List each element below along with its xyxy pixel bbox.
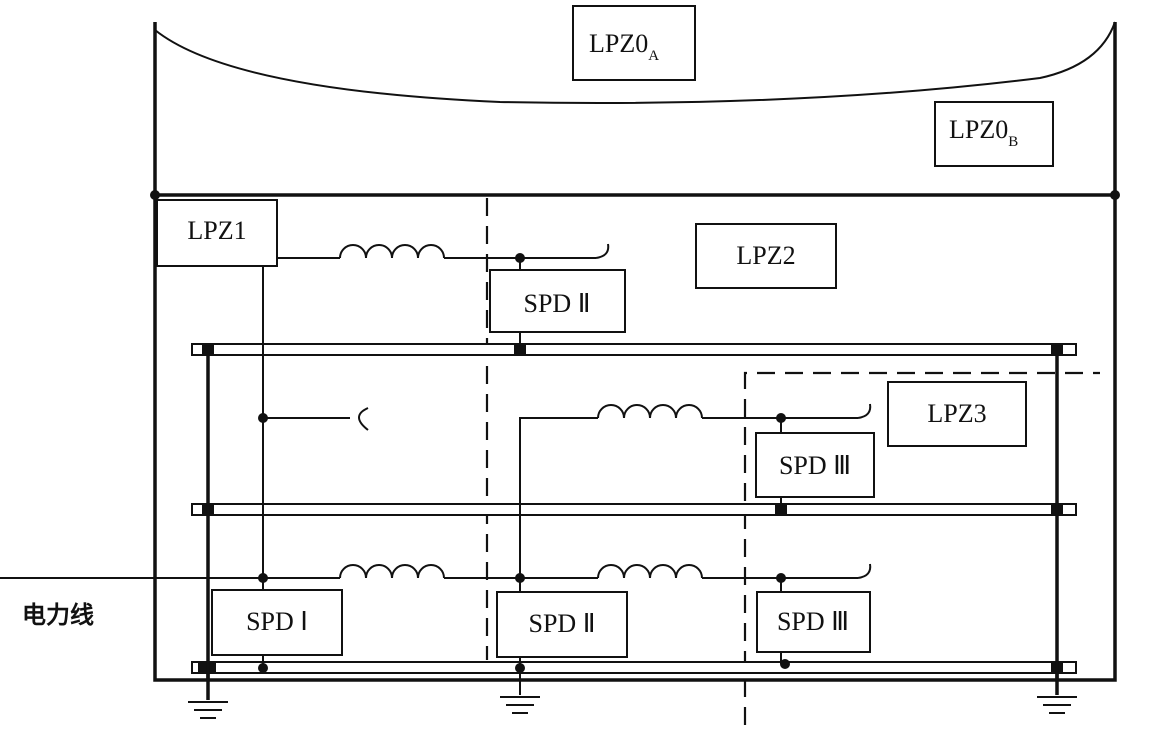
spd3-lower-label: SPD Ⅲ: [777, 607, 849, 636]
lpz0a-box: [572, 5, 696, 81]
floor-bar-top-clip-right: [1051, 344, 1063, 355]
spd2-lower-label: SPD Ⅱ: [529, 609, 596, 638]
lpz3-boundary-dashed: [743, 371, 1100, 725]
lower-inductor-2: [597, 564, 703, 579]
floor-bar-top: [191, 343, 1077, 356]
mid-feeder-wire: [519, 417, 598, 578]
lpz0b-label: LPZ0B: [949, 115, 1018, 150]
lpz3-box: [887, 381, 1027, 447]
lpz3-label: LPZ3: [927, 399, 986, 428]
spd2-ground-node: [515, 663, 525, 673]
spd3-upper-label: SPD Ⅲ: [779, 451, 851, 480]
spd1-ground-node: [258, 663, 268, 673]
floor-bar-top-clip-mid: [514, 344, 526, 355]
power-line-label: 电力线: [22, 601, 94, 629]
floor-bar-top-clip-left: [202, 344, 214, 355]
ground-symbol-middle: [500, 673, 540, 714]
building-outline: [153, 22, 1117, 682]
mid-inductor: [597, 404, 703, 419]
boundary-node-right: [1110, 190, 1120, 200]
lpz0a-label: LPZ0A: [589, 29, 659, 64]
lpz1-label: LPZ1: [187, 216, 246, 245]
floor-bar-bottom: [191, 661, 1077, 674]
floor-bar-middle: [191, 503, 1077, 516]
mid-left-socket-symbol: [358, 407, 369, 431]
spd1-lower-label: SPD Ⅰ: [246, 607, 308, 636]
lpz2-label: LPZ2: [736, 241, 795, 270]
lower-socket-symbol: [857, 563, 872, 579]
ground-symbol-left: [188, 673, 228, 719]
spd2-lower-box: [496, 591, 628, 658]
ground-symbol-right: [1037, 673, 1077, 714]
spd3-upper-box: [755, 432, 875, 498]
spd3-lower-box: [756, 591, 871, 653]
lpz0a-roof-arc: [154, 21, 1116, 104]
floor-bar-mid-clip-mid: [775, 504, 787, 515]
boundary-node-left: [150, 190, 160, 200]
lpz1-box: [156, 199, 278, 267]
spd3-ground-node: [780, 659, 790, 669]
spd1-lower-box: [211, 589, 343, 656]
spd2-upper-label: SPD Ⅱ: [524, 289, 591, 318]
lpz0b-box: [934, 101, 1054, 167]
upper-socket-symbol: [595, 243, 610, 259]
lower-inductor-1: [339, 564, 445, 579]
mid-socket-symbol: [857, 403, 872, 419]
spd2-upper-box: [489, 269, 626, 333]
lpz2-box: [695, 223, 837, 289]
upper-inductor: [339, 244, 445, 259]
